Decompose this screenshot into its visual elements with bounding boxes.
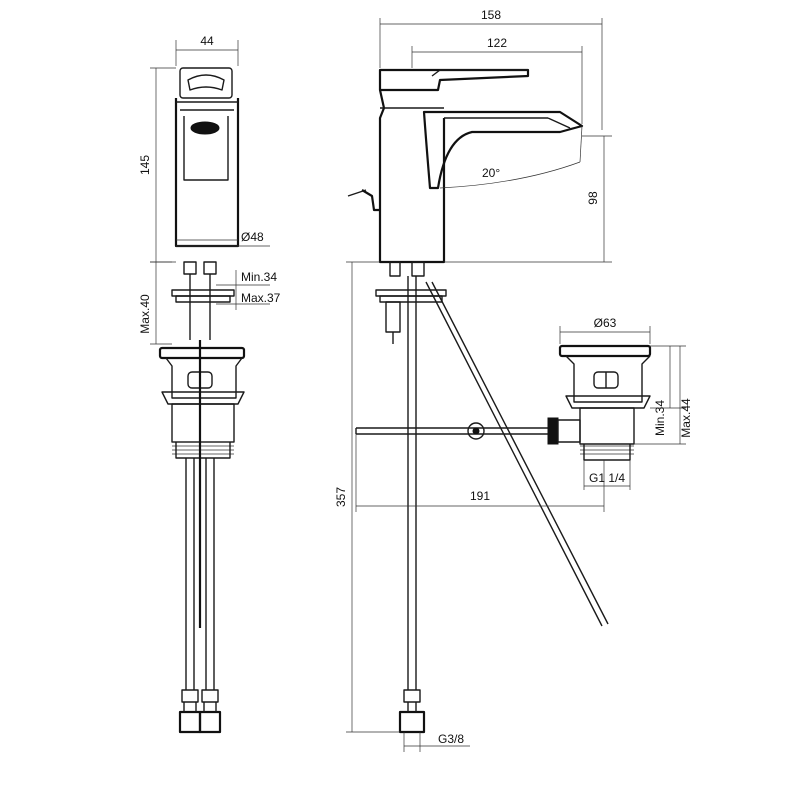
dim-body-height: 145: [138, 155, 152, 175]
side-view: [346, 18, 686, 752]
dim-spout-angle: 20°: [482, 166, 500, 180]
dim-waste-thread: G1 1/4: [589, 471, 625, 485]
dim-spout-height: 98: [586, 191, 600, 205]
dim-rod-length: 191: [470, 489, 490, 503]
front-view: [150, 40, 270, 734]
dim-deck-min: Min.34: [241, 270, 277, 284]
dim-base-diameter: Ø48: [241, 230, 264, 244]
dim-waste-min: Min.34: [653, 400, 667, 436]
dim-overall-length: 158: [481, 8, 501, 22]
dim-overall-height: 357: [334, 487, 348, 507]
dim-deck-total-max: Max.40: [138, 294, 152, 334]
dim-body-width: 44: [200, 34, 214, 48]
dim-deck-max: Max.37: [241, 291, 281, 305]
dim-spout-reach: 122: [487, 36, 507, 50]
dim-hose-thread: G3/8: [438, 732, 464, 746]
dim-waste-max: Max.44: [679, 398, 693, 438]
dim-waste-diameter: Ø63: [594, 316, 617, 330]
